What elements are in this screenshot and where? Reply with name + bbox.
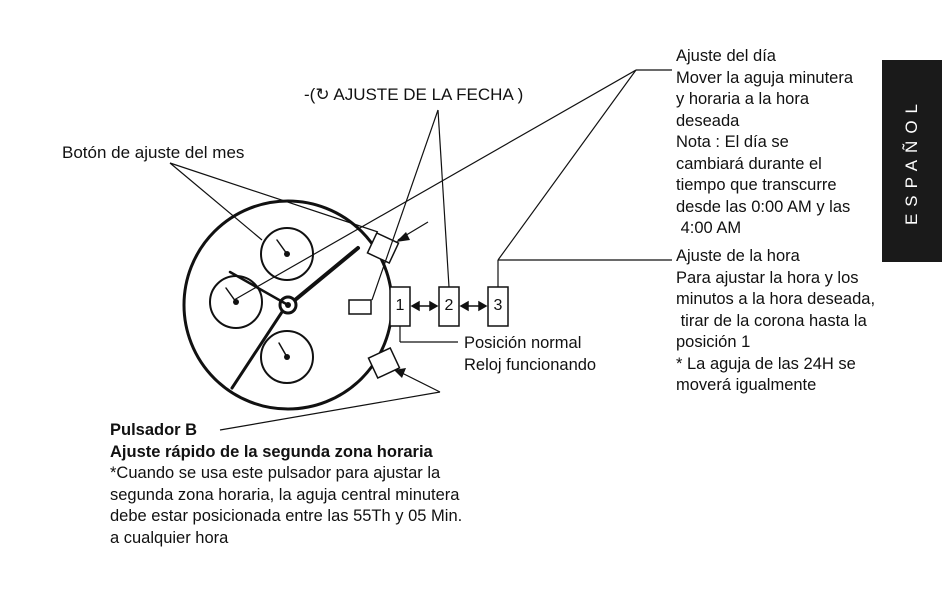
pusher-b-line: *Cuando se usa este pulsador para ajusta… bbox=[110, 464, 441, 482]
subdial-top bbox=[260, 227, 314, 281]
time-adjust-block: Ajuste de la hora Para ajustar la hora y… bbox=[676, 246, 875, 397]
counterweight bbox=[228, 270, 290, 307]
day-adjust-note: cambiará durante el bbox=[676, 154, 822, 173]
normal-position-label: Posición normal bbox=[464, 334, 582, 352]
pusher-b bbox=[367, 346, 401, 380]
pusher-b-line: debe estar posicionada entre las 55Th y … bbox=[110, 507, 463, 525]
pusher-b-line: segunda zona horaria, la aguja central m… bbox=[110, 485, 460, 504]
minute-hand bbox=[230, 310, 284, 390]
time-adjust-line: moverá igualmente bbox=[676, 376, 817, 394]
day-adjust-note: 4:00 AM bbox=[676, 219, 742, 237]
time-adjust-line: tirar de la corona hasta la bbox=[676, 311, 867, 330]
hour-hand bbox=[293, 246, 360, 302]
language-tab-label: ESPAÑOL bbox=[902, 96, 921, 226]
day-adjust-block: Ajuste del día Mover la aguja minutera y… bbox=[676, 46, 853, 240]
center-pinion bbox=[278, 295, 298, 315]
watch-running-label: Reloj funcionando bbox=[464, 355, 597, 374]
day-adjust-line: Mover la aguja minutera bbox=[676, 68, 854, 87]
crown-small bbox=[348, 299, 372, 315]
pusher-b-subtitle: Ajuste rápido de la segunda zona horaria bbox=[110, 442, 433, 461]
crown-position-3-label: 3 bbox=[493, 297, 503, 314]
pusher-a bbox=[366, 231, 400, 265]
normal-position-block: Posición normal Reloj funcionando bbox=[464, 333, 596, 376]
pusher-b-title: Pulsador B bbox=[110, 421, 198, 439]
day-adjust-note: tiempo que transcurre bbox=[676, 176, 837, 194]
pusher-b-line: a cualquier hora bbox=[110, 528, 229, 547]
day-adjust-title: Ajuste del día bbox=[676, 47, 776, 65]
day-adjust-line: y horaria a la hora bbox=[676, 90, 809, 108]
subdial-bottom bbox=[260, 330, 314, 384]
crown-position-1-label: 1 bbox=[395, 297, 405, 314]
day-adjust-note: desde las 0:00 AM y las bbox=[676, 197, 851, 216]
pusher-b-block: Pulsador B Ajuste rápido de la segunda z… bbox=[110, 420, 462, 549]
language-tab: ESPAÑOL bbox=[882, 60, 942, 262]
month-button-label: Botón de ajuste del mes bbox=[62, 143, 245, 162]
time-adjust-line: * La aguja de las 24H se bbox=[676, 354, 856, 373]
time-adjust-line: Para ajustar la hora y los bbox=[676, 268, 859, 287]
day-adjust-note: Nota : El día se bbox=[676, 133, 789, 151]
time-adjust-line: minutos a la hora deseada, bbox=[676, 290, 876, 308]
crown-position-2-label: 2 bbox=[444, 297, 454, 314]
date-adjust-label: -(↻ AJUSTE DE LA FECHA ) bbox=[304, 85, 524, 104]
time-adjust-line: posición 1 bbox=[676, 333, 751, 351]
day-adjust-line: deseada bbox=[676, 111, 740, 130]
time-adjust-title: Ajuste de la hora bbox=[676, 247, 800, 265]
